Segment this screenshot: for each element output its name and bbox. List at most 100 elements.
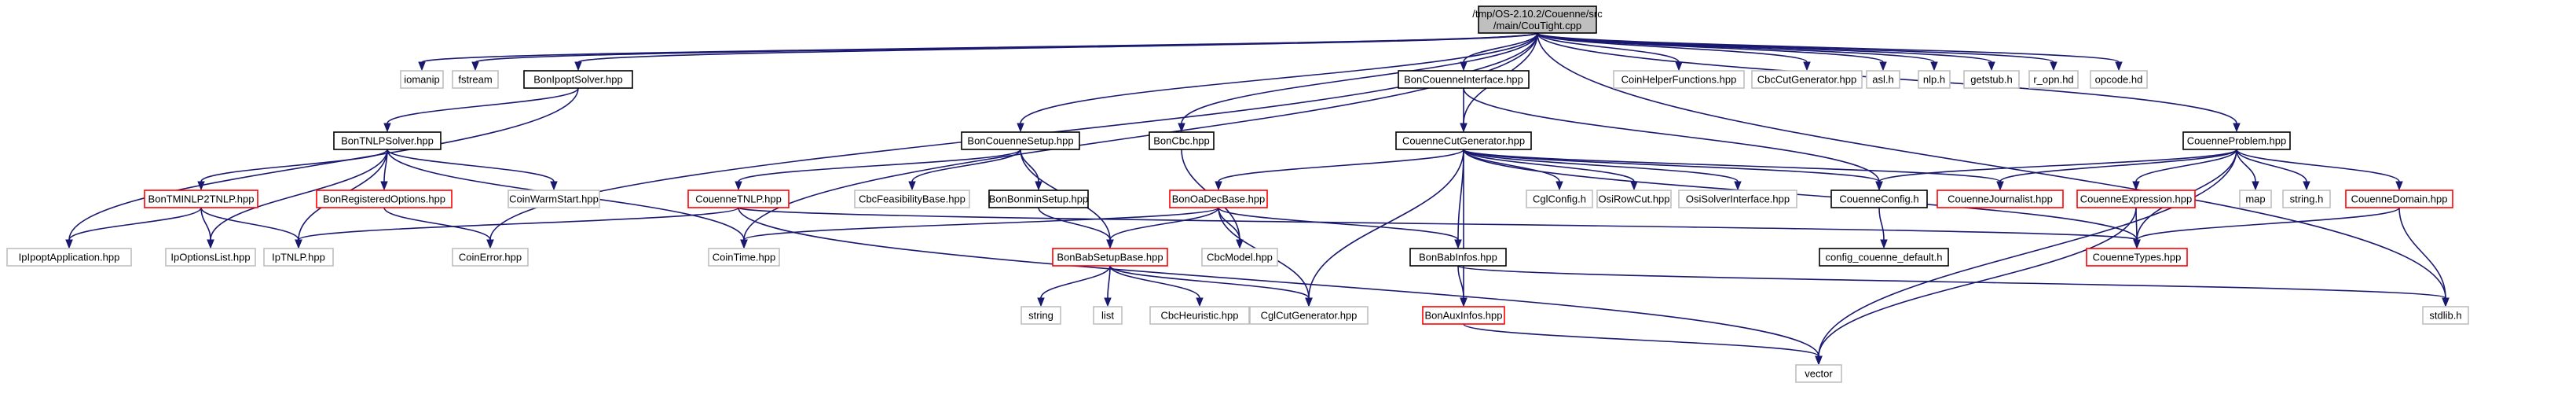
node-string_h[interactable]: string.h	[2283, 190, 2330, 208]
node-getstub[interactable]: getstub.h	[1964, 71, 2019, 88]
arrow-head	[2303, 182, 2310, 190]
node-OsiSolverInterface[interactable]: OsiSolverInterface.hpp	[1679, 190, 1797, 208]
node-CouenneConfig[interactable]: CouenneConfig.h	[1831, 190, 1927, 208]
node-label: OsiSolverInterface.hpp	[1686, 193, 1790, 205]
node-r_opn[interactable]: r_opn.hd	[2029, 71, 2078, 88]
node-CouenneDomain[interactable]: CouenneDomain.hpp	[2346, 190, 2453, 208]
node-BonTNLPSolver[interactable]: BonTNLPSolver.hpp	[334, 132, 441, 149]
node-BonCouenneSetup[interactable]: BonCouenneSetup.hpp	[962, 132, 1079, 149]
arrow-head	[1735, 182, 1741, 190]
node-label: /tmp/OS-2.10.2/Couenne/src	[1472, 8, 1603, 20]
node-CouenneTNLP[interactable]: CouenneTNLP.hpp	[688, 190, 789, 208]
edge-line	[69, 88, 578, 240]
node-label: BonCouenneInterface.hpp	[1404, 74, 1523, 86]
node-label: fstream	[458, 74, 492, 86]
node-label: CouenneCutGenerator.hpp	[1402, 135, 1525, 147]
node-BonRegisteredOptions[interactable]: BonRegisteredOptions.hpp	[317, 190, 452, 208]
edge-line	[738, 149, 1021, 182]
arrow-head	[2252, 182, 2259, 190]
edge-line	[738, 208, 1819, 356]
edge-BonCouenneSetup-to-CouenneTNLP	[735, 149, 1021, 190]
node-stdlib[interactable]: stdlib.h	[2423, 307, 2468, 324]
node-BonIpoptSolver[interactable]: BonIpoptSolver.hpp	[524, 71, 632, 88]
node-string[interactable]: string	[1021, 307, 1061, 324]
node-label: CoinTime.hpp	[713, 252, 775, 263]
node-CoinTime[interactable]: CoinTime.hpp	[709, 249, 779, 266]
node-CglConfig[interactable]: CglConfig.h	[1526, 190, 1592, 208]
node-BonCouenneInterface[interactable]: BonCouenneInterface.hpp	[1398, 71, 1529, 88]
node-OsiRowCut[interactable]: OsiRowCut.hpp	[1597, 190, 1671, 208]
node-opcode[interactable]: opcode.hd	[2090, 71, 2147, 88]
node-asl[interactable]: asl.h	[1867, 71, 1900, 88]
arrow-head	[1306, 298, 1312, 306]
node-label: CouenneTNLP.hpp	[695, 193, 782, 205]
node-BonAuxInfos[interactable]: BonAuxInfos.hpp	[1423, 307, 1504, 324]
node-label: opcode.hd	[2095, 74, 2143, 86]
edge-CouenneTNLP-to-IpTNLP	[295, 208, 738, 248]
arrow-head	[1017, 123, 1024, 131]
node-config_couenne_default[interactable]: config_couenne_default.h	[1819, 249, 1948, 266]
node-BonOaDecBase[interactable]: BonOaDecBase.hpp	[1170, 190, 1267, 208]
node-CoinError[interactable]: CoinError.hpp	[453, 249, 528, 266]
node-CbcFeasibilityBase[interactable]: CbcFeasibilityBase.hpp	[855, 190, 969, 208]
edge-line	[2137, 208, 2399, 240]
edge-line	[1041, 266, 1110, 298]
arrow-head	[741, 240, 747, 248]
node-CglCutGenerator[interactable]: CglCutGenerator.hpp	[1250, 307, 1368, 324]
node-BonTMINLP2TNLP[interactable]: BonTMINLP2TNLP.hpp	[145, 190, 258, 208]
arrow-head	[735, 182, 742, 190]
node-CbcHeuristic[interactable]: CbcHeuristic.hpp	[1150, 307, 1249, 324]
node-iomanip[interactable]: iomanip	[401, 71, 443, 88]
node-CouenneCutGenerator[interactable]: CouenneCutGenerator.hpp	[1396, 132, 1531, 149]
node-CoinHelperFunctions[interactable]: CoinHelperFunctions.hpp	[1614, 71, 1744, 88]
node-CouenneTypes[interactable]: CouenneTypes.hpp	[2087, 249, 2187, 266]
edge-CouenneExpression-to-vector	[1816, 208, 2136, 364]
edge-line	[1039, 208, 1110, 240]
node-CouenneProblem[interactable]: CouenneProblem.hpp	[2183, 132, 2290, 149]
node-BonBabInfos[interactable]: BonBabInfos.hpp	[1410, 249, 1506, 266]
node-CbcCutGenerator[interactable]: CbcCutGenerator.hpp	[1752, 71, 1862, 88]
arrow-head	[1988, 62, 1995, 70]
node-BonBonminSetup[interactable]: BonBonminSetup.hpp	[989, 190, 1088, 208]
node-label: r_opn.hd	[2033, 74, 2073, 86]
node-label: CbcHeuristic.hpp	[1161, 310, 1239, 322]
node-label: list	[1101, 310, 1114, 322]
edge-BonTNLPSolver-to-CoinWarmStart	[387, 149, 557, 190]
node-root[interactable]: /tmp/OS-2.10.2/Couenne/src/main/CouTight…	[1472, 6, 1603, 33]
edge-CouenneDomain-to-CouenneTypes	[2134, 208, 2399, 248]
edge-line	[912, 149, 1021, 182]
arrow-head	[295, 240, 302, 248]
arrow-head	[2442, 298, 2449, 306]
node-IpIpoptApplication[interactable]: IpIpoptApplication.hpp	[7, 249, 131, 266]
node-IpTNLP[interactable]: IpTNLP.hpp	[264, 249, 333, 266]
edge-line	[578, 33, 1537, 62]
arrow-head	[1107, 240, 1113, 248]
node-label: BonBabInfos.hpp	[1419, 252, 1497, 263]
arrow-head	[2134, 240, 2140, 248]
node-fstream[interactable]: fstream	[453, 71, 498, 88]
node-BonBabSetupBase[interactable]: BonBabSetupBase.hpp	[1053, 249, 1167, 266]
edge-BonIpoptSolver-to-BonTNLPSolver	[384, 88, 578, 131]
node-vector[interactable]: vector	[1796, 365, 1841, 382]
node-BonCbc[interactable]: BonCbc.hpp	[1149, 132, 1214, 149]
node-map[interactable]: map	[2240, 190, 2271, 208]
arrow-head	[472, 62, 478, 70]
arrow-head	[909, 182, 915, 190]
node-CouenneJournalist[interactable]: CouenneJournalist.hpp	[1937, 190, 2063, 208]
edge-line	[201, 208, 299, 240]
node-CbcModel[interactable]: CbcModel.hpp	[1202, 249, 1277, 266]
node-label: CouenneTypes.hpp	[2093, 252, 2182, 263]
node-CouenneExpression[interactable]: CouenneExpression.hpp	[2077, 190, 2195, 208]
arrow-head	[2233, 123, 2240, 131]
node-label: map	[2245, 193, 2265, 205]
arrow-head	[1676, 62, 1682, 70]
arrow-head	[1038, 298, 1044, 306]
nodes-layer: /tmp/OS-2.10.2/Couenne/src/main/CouTight…	[7, 6, 2468, 382]
edge-BonOaDecBase-to-CoinTime	[741, 208, 1218, 248]
node-list[interactable]: list	[1094, 307, 1122, 324]
node-IpOptionsList[interactable]: IpOptionsList.hpp	[166, 249, 255, 266]
node-CoinWarmStart[interactable]: CoinWarmStart.hpp	[508, 190, 599, 208]
arrow-head	[1105, 298, 1111, 306]
node-nlp[interactable]: nlp.h	[1918, 71, 1950, 88]
